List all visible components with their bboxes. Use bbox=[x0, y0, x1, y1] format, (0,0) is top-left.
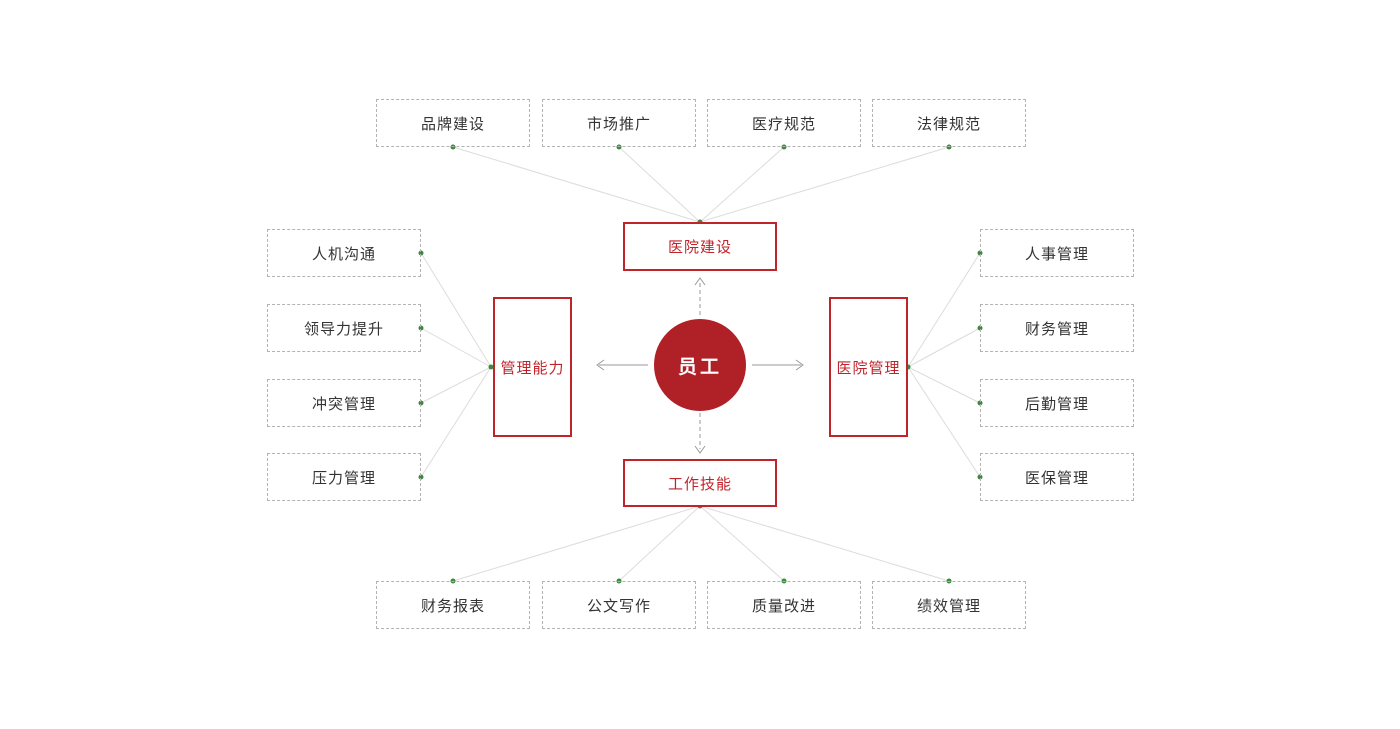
leaf-label: 医疗规范 bbox=[751, 115, 816, 133]
connector-line bbox=[907, 327, 981, 368]
leaf-label: 品牌建设 bbox=[420, 115, 485, 133]
leaf-label: 人事管理 bbox=[1024, 245, 1089, 263]
branch-label: 医院建设 bbox=[667, 239, 732, 256]
arrow-up-head bbox=[694, 277, 706, 286]
anchor-dot bbox=[418, 250, 424, 256]
anchor-dot bbox=[418, 325, 424, 331]
leaf-label: 领导力提升 bbox=[303, 320, 384, 338]
anchor-dot bbox=[450, 144, 456, 150]
leaf-label: 市场推广 bbox=[586, 115, 651, 133]
anchor-dot bbox=[418, 400, 424, 406]
anchor-dot bbox=[418, 474, 424, 480]
leaf-node-legal-standards[interactable]: 法律规范 bbox=[872, 99, 1026, 147]
leaf-node-official-writing[interactable]: 公文写作 bbox=[542, 581, 696, 629]
connector-line bbox=[420, 252, 492, 368]
connector-line bbox=[907, 252, 981, 368]
anchor-dot bbox=[616, 144, 622, 150]
connector-line bbox=[618, 146, 701, 223]
connector-line bbox=[452, 146, 701, 223]
connector-line bbox=[699, 146, 785, 223]
connector-line bbox=[420, 366, 492, 404]
center-node-employee[interactable]: 员工 bbox=[654, 319, 746, 411]
connector-line bbox=[618, 505, 701, 582]
arrow-right-head bbox=[795, 359, 804, 371]
leaf-node-quality-improvement[interactable]: 质量改进 bbox=[707, 581, 861, 629]
connector-line bbox=[699, 505, 950, 582]
leaf-node-interpersonal-communication[interactable]: 人机沟通 bbox=[267, 229, 421, 277]
branch-label: 工作技能 bbox=[667, 475, 732, 493]
anchor-dot bbox=[946, 144, 952, 150]
anchor-dot bbox=[488, 364, 494, 370]
connector-line bbox=[420, 366, 492, 478]
leaf-node-brand-building[interactable]: 品牌建设 bbox=[376, 99, 530, 147]
connector-line bbox=[699, 505, 785, 582]
arrow-down-head bbox=[694, 445, 706, 454]
leaf-label: 质量改进 bbox=[751, 597, 816, 615]
connector-line bbox=[699, 146, 950, 223]
leaf-node-conflict-management[interactable]: 冲突管理 bbox=[267, 379, 421, 427]
branch-label: 管理能力 bbox=[500, 359, 565, 377]
leaf-label: 财务管理 bbox=[1024, 320, 1089, 338]
leaf-label: 绩效管理 bbox=[916, 597, 981, 615]
leaf-node-finance-management[interactable]: 财务管理 bbox=[980, 304, 1134, 352]
leaf-label: 压力管理 bbox=[311, 469, 376, 487]
leaf-node-financial-statements[interactable]: 财务报表 bbox=[376, 581, 530, 629]
connector-line bbox=[907, 366, 981, 404]
leaf-node-medical-standards[interactable]: 医疗规范 bbox=[707, 99, 861, 147]
leaf-node-market-promotion[interactable]: 市场推广 bbox=[542, 99, 696, 147]
branch-node-work-skills[interactable]: 工作技能 bbox=[623, 459, 777, 507]
connector-line bbox=[907, 366, 981, 478]
leaf-label: 后勤管理 bbox=[1024, 395, 1089, 413]
leaf-label: 冲突管理 bbox=[311, 395, 376, 413]
leaf-label: 法律规范 bbox=[916, 115, 981, 133]
leaf-node-hr-management[interactable]: 人事管理 bbox=[980, 229, 1134, 277]
connector-line bbox=[420, 327, 492, 368]
branch-node-hospital-management[interactable]: 医院管理 bbox=[829, 297, 908, 437]
leaf-label: 医保管理 bbox=[1024, 469, 1089, 487]
connector-line bbox=[452, 505, 701, 582]
anchor-dot bbox=[781, 144, 787, 150]
leaf-node-leadership-improvement[interactable]: 领导力提升 bbox=[267, 304, 421, 352]
branch-node-hospital-construction[interactable]: 医院建设 bbox=[623, 222, 777, 271]
leaf-node-performance-management[interactable]: 绩效管理 bbox=[872, 581, 1026, 629]
branch-label: 医院管理 bbox=[836, 359, 901, 377]
leaf-node-medical-insurance-management[interactable]: 医保管理 bbox=[980, 453, 1134, 501]
leaf-node-logistics-management[interactable]: 后勤管理 bbox=[980, 379, 1134, 427]
center-label: 员工 bbox=[677, 356, 722, 378]
branch-node-management-ability[interactable]: 管理能力 bbox=[493, 297, 572, 437]
leaf-label: 财务报表 bbox=[420, 597, 485, 615]
leaf-label: 人机沟通 bbox=[311, 245, 376, 263]
leaf-label: 公文写作 bbox=[586, 597, 651, 615]
arrow-left-head bbox=[596, 359, 605, 371]
leaf-node-stress-management[interactable]: 压力管理 bbox=[267, 453, 421, 501]
